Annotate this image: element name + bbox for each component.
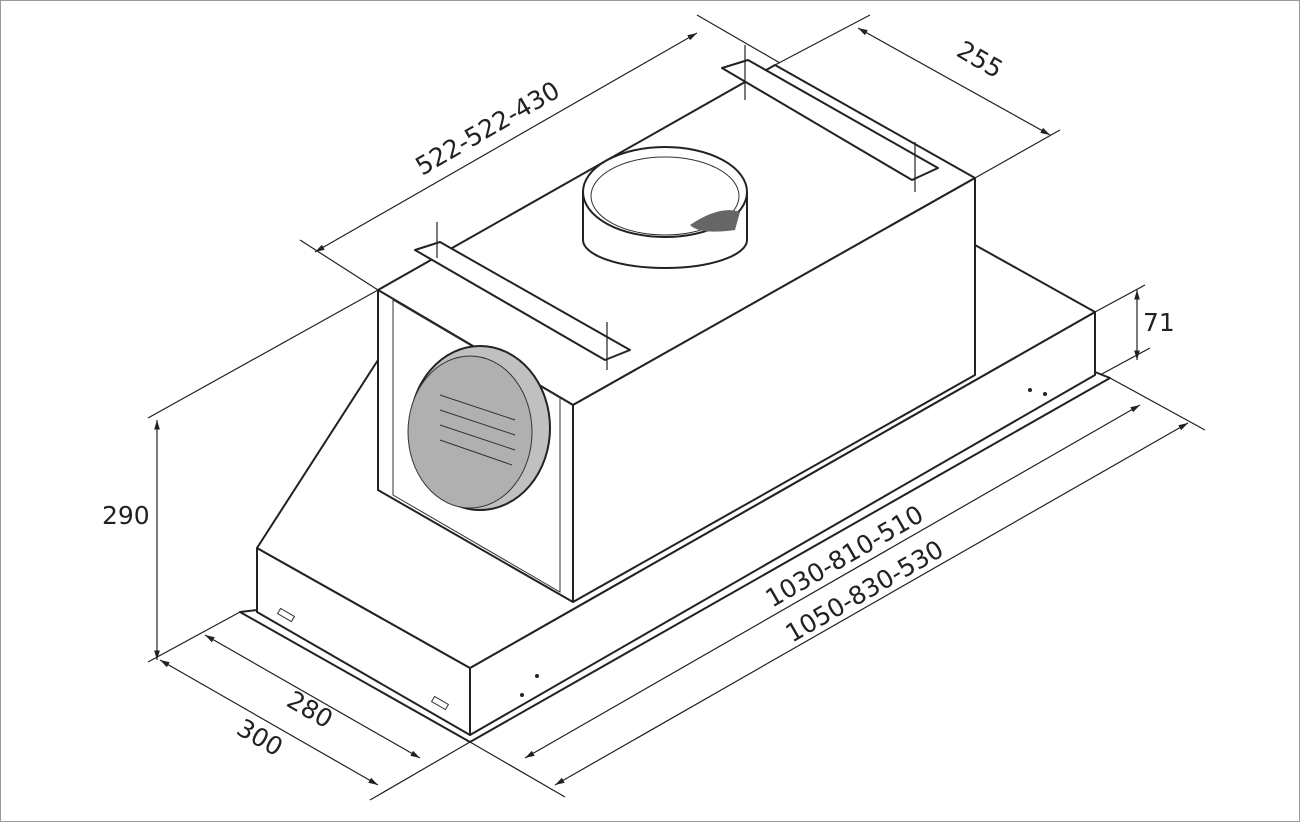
dim-depth-top: 522-522-430 — [411, 75, 565, 181]
dimension-lines — [147, 14, 1206, 801]
dim-panel-height: 71 — [1143, 308, 1175, 337]
dim-inner-depth: 280 — [282, 685, 338, 734]
side-duct-outlet — [407, 345, 551, 511]
top-duct-outlet — [582, 146, 748, 269]
dim-top-width: 255 — [952, 35, 1008, 84]
mounting-bracket-back — [721, 45, 939, 192]
dim-outer-depth: 300 — [232, 713, 288, 762]
dim-total-height: 290 — [102, 501, 150, 530]
